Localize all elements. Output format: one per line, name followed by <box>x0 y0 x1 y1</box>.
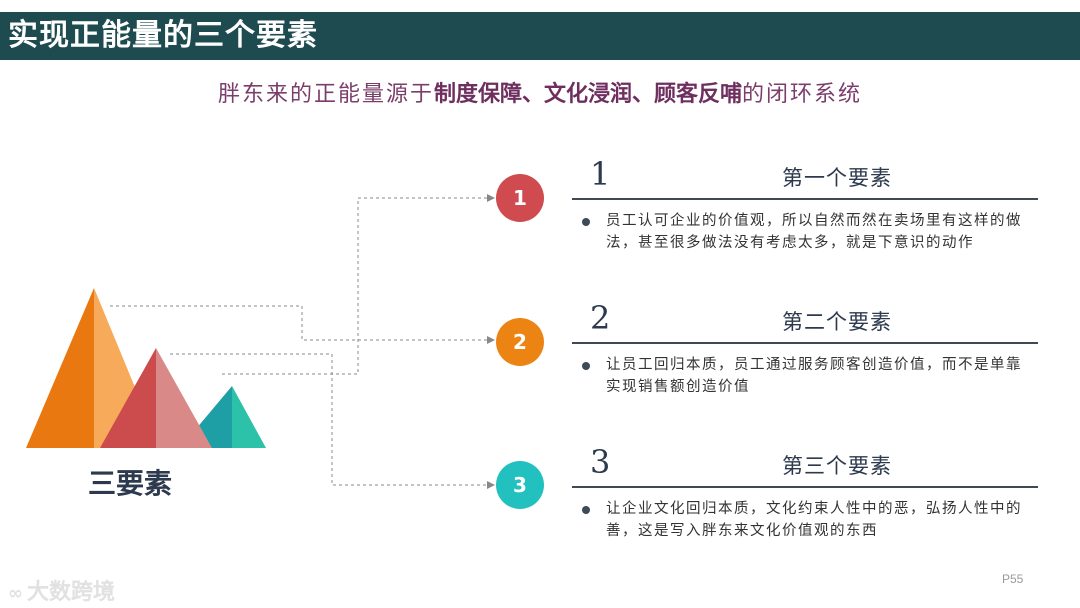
page-number: P55 <box>1002 572 1023 586</box>
center-label: 三要素 <box>88 462 172 502</box>
item-divider <box>572 486 1038 488</box>
item-number: 3 <box>590 444 610 480</box>
item-description: 让企业文化回归本质，文化约束人性中的恶，弘扬人性中的善，这是写入胖东来文化价值观… <box>606 498 1026 542</box>
watermark-logo-icon: ∞ <box>8 583 23 604</box>
badge-2: 2 <box>496 318 544 366</box>
item-number: 1 <box>590 156 610 192</box>
watermark: ∞大数跨境 <box>8 574 115 606</box>
bullet-icon <box>582 506 590 514</box>
item-description: 员工认可企业的价值观，所以自然而然在卖场里有这样的做法，甚至很多做法没有考虑太多… <box>606 210 1026 254</box>
item-divider <box>572 342 1038 344</box>
item-number: 2 <box>590 300 610 336</box>
connector-2 <box>110 306 494 340</box>
bullet-icon <box>582 362 590 370</box>
connector-1 <box>222 198 494 374</box>
mountain-orange-left <box>26 288 94 448</box>
badge-1: 1 <box>496 174 544 222</box>
item-title: 第二个要素 <box>782 306 892 336</box>
watermark-text: 大数跨境 <box>27 580 115 605</box>
badge-3: 3 <box>496 461 544 509</box>
mountain-graphic <box>26 288 266 448</box>
item-description: 让员工回归本质，员工通过服务顾客创造价值，而不是单靠实现销售额创造价值 <box>606 354 1026 398</box>
item-title: 第三个要素 <box>782 450 892 480</box>
item-divider <box>572 198 1038 200</box>
mountain-teal-right <box>232 386 266 448</box>
bullet-icon <box>582 218 590 226</box>
item-title: 第一个要素 <box>782 162 892 192</box>
